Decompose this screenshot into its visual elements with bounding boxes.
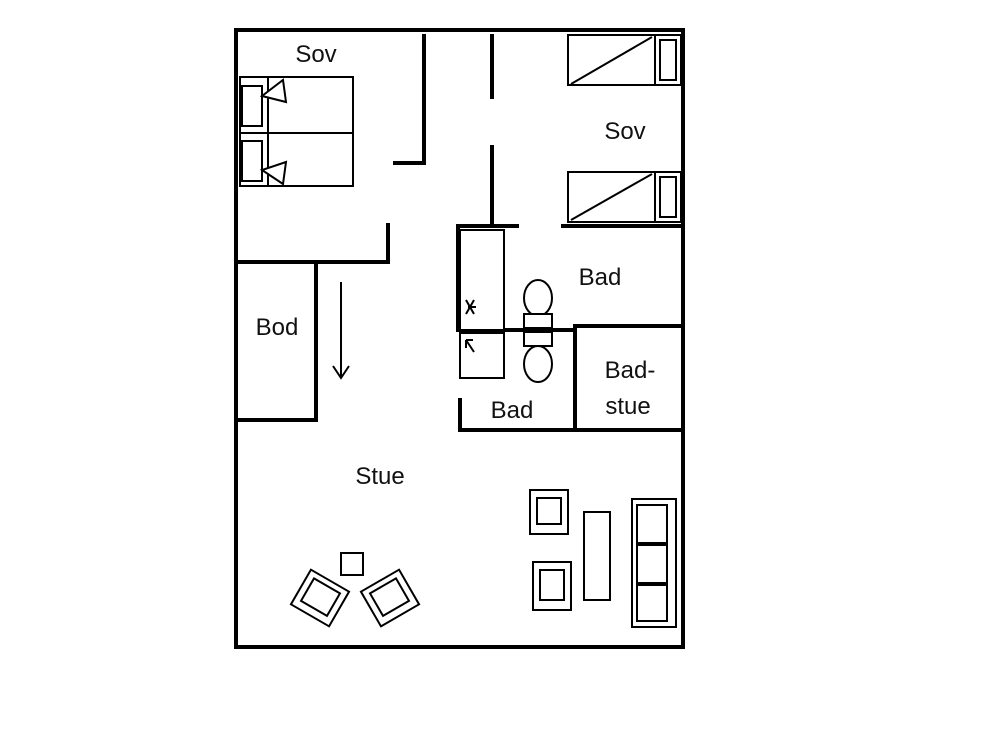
room-label-sov-left: Sov xyxy=(295,41,336,68)
shower-upper xyxy=(459,229,505,331)
armchair-right-upper xyxy=(529,489,569,535)
armchair-left xyxy=(289,568,351,628)
room-label-bad-upper: Bad xyxy=(579,264,622,291)
armchair-right xyxy=(359,568,421,628)
shower-lower xyxy=(459,332,505,379)
side-table xyxy=(340,552,364,576)
outer-wall xyxy=(234,28,685,649)
room-label-badstue-2: stue xyxy=(605,393,650,420)
room-label-bad-lower: Bad xyxy=(491,397,534,424)
room-label-badstue-1: Bad- xyxy=(605,357,656,384)
down-arrow-icon xyxy=(332,282,350,380)
room-label-bod: Bod xyxy=(256,314,299,341)
interior-walls xyxy=(236,34,684,432)
toilet-lower xyxy=(523,331,553,383)
room-label-sov-right: Sov xyxy=(604,118,645,145)
double-bed xyxy=(239,76,354,187)
sofa xyxy=(631,498,677,628)
room-label-stue: Stue xyxy=(355,463,404,490)
armchair-right-lower xyxy=(532,561,572,611)
coffee-table xyxy=(583,511,611,601)
single-bed-lower xyxy=(567,171,682,223)
toilet-upper xyxy=(523,279,553,329)
single-bed-upper xyxy=(567,34,682,86)
